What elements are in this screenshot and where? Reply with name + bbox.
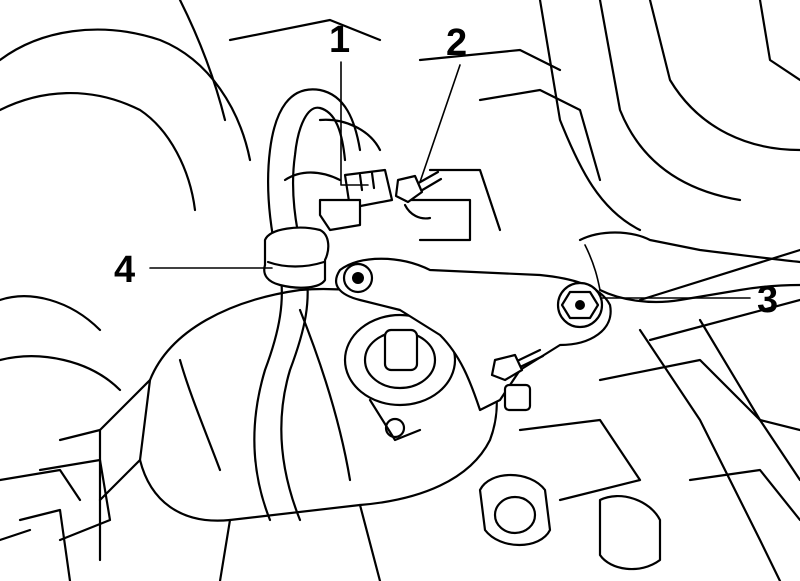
coolant-hose — [578, 231, 800, 304]
starter-motor — [0, 287, 498, 581]
pulley — [478, 473, 662, 571]
stud-nut-upper — [394, 170, 443, 220]
cable-clip — [263, 226, 330, 289]
mounting-bracket — [335, 257, 612, 412]
bolt-3 — [556, 281, 604, 329]
leader-line-2 — [419, 64, 461, 183]
callout-2: 2 — [446, 22, 467, 64]
leader-line-1 — [340, 61, 369, 186]
callout-3: 3 — [757, 279, 778, 321]
callout-1: 1 — [329, 19, 350, 61]
electrical-connector — [318, 168, 394, 232]
callout-4: 4 — [114, 249, 135, 291]
stud-nut-lower — [490, 348, 545, 412]
leader-lines — [149, 61, 751, 299]
